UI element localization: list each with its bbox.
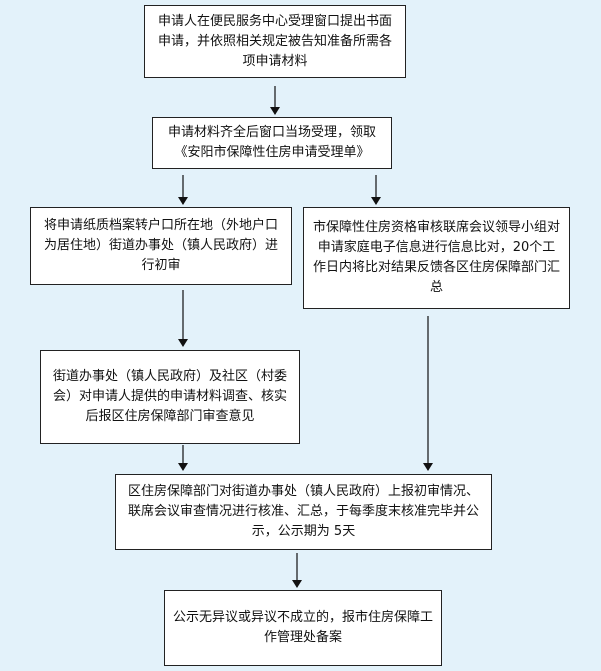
step3-left-text: 将申请纸质档案转户口所在地（外地户口为居住地）街道办事处（镇人民政府）进行初审 [43,218,278,273]
step6-text: 公示无异议或异议不成立的，报市住房保障工作管理处备案 [173,610,434,645]
step4-left-text: 街道办事处（镇人民政府）及社区（村委会）对申请人提供的申请材料调查、核实后报区住… [52,369,287,424]
step3-right-box: 市保障性住房资格审核联席会议领导小组对申请家庭电子信息进行信息比对，20个工作日… [303,207,570,309]
step4-left-box: 街道办事处（镇人民政府）及社区（村委会）对申请人提供的申请材料调查、核实后报区住… [40,350,300,444]
step2-text: 申请材料齐全后窗口当场受理，领取《安阳市保障性住房申请受理单》 [167,125,376,160]
step5-text: 区住房保障部门对街道办事处（镇人民政府）上报初审情况、联席会议审查情况进行核准、… [127,484,479,539]
step2-box: 申请材料齐全后窗口当场受理，领取《安阳市保障性住房申请受理单》 [152,117,392,169]
step3-right-text: 市保障性住房资格审核联席会议领导小组对申请家庭电子信息进行信息比对，20个工作日… [312,220,560,295]
step3-left-box: 将申请纸质档案转户口所在地（外地户口为居住地）街道办事处（镇人民政府）进行初审 [30,207,292,285]
step5-box: 区住房保障部门对街道办事处（镇人民政府）上报初审情况、联席会议审查情况进行核准、… [115,474,492,550]
step1-text: 申请人在便民服务中心受理窗口提出书面申请，并依照相关规定被告知准备所需各项申请材… [157,13,392,69]
step1-box: 申请人在便民服务中心受理窗口提出书面申请，并依照相关规定被告知准备所需各项申请材… [144,5,406,78]
step6-box: 公示无异议或异议不成立的，报市住房保障工作管理处备案 [164,590,442,666]
